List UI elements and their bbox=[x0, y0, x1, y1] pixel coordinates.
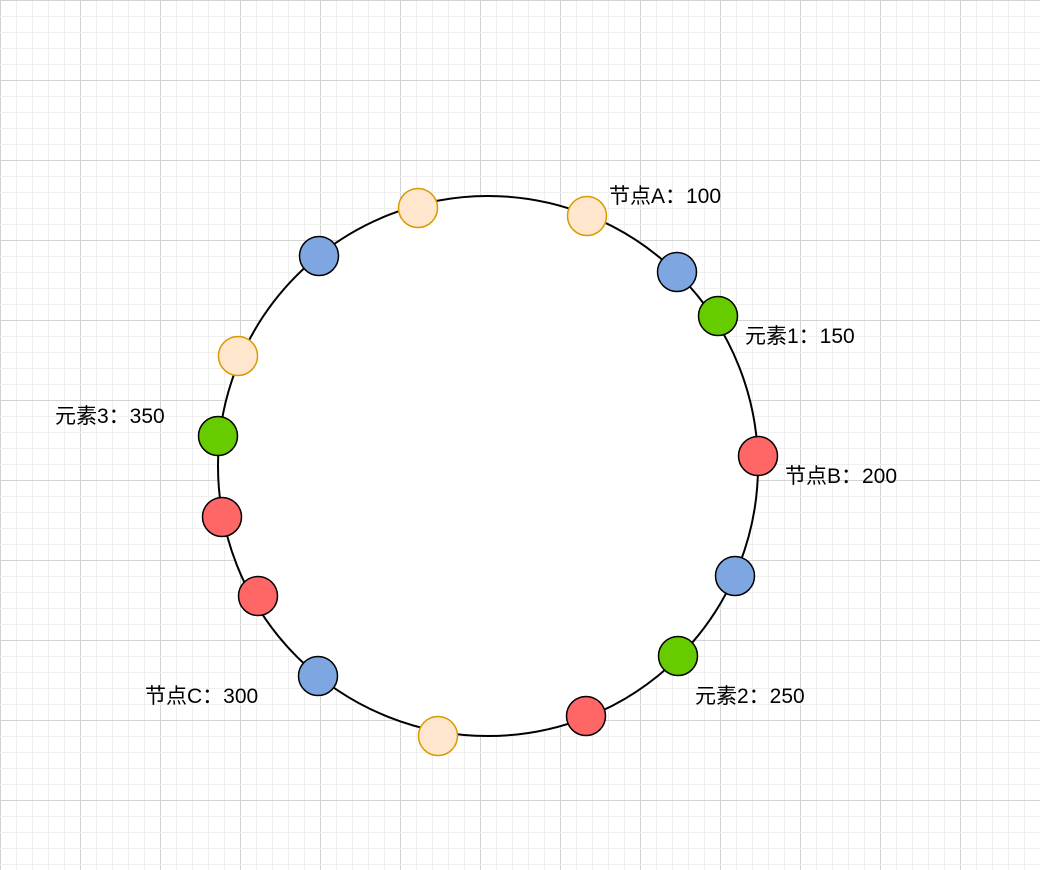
virtual-node-peach bbox=[417, 715, 459, 757]
virtual-node-red bbox=[237, 575, 279, 617]
element-2-node bbox=[657, 635, 699, 677]
virtual-node-peach bbox=[566, 195, 608, 237]
virtual-node-peach bbox=[217, 335, 259, 377]
element-1-node bbox=[697, 295, 739, 337]
label-element-1: 元素1：150 bbox=[745, 325, 855, 348]
element-3-node bbox=[197, 415, 239, 457]
virtual-node-peach bbox=[397, 187, 439, 229]
label-element-2: 元素2：250 bbox=[695, 685, 805, 708]
virtual-node-blue bbox=[656, 251, 698, 293]
node-b bbox=[737, 435, 779, 477]
virtual-node-blue bbox=[298, 235, 340, 277]
label-node-c: 节点C：300 bbox=[145, 685, 258, 708]
virtual-node-red bbox=[201, 496, 243, 538]
label-element-3: 元素3：350 bbox=[55, 405, 165, 428]
label-node-a: 节点A：100 bbox=[609, 185, 721, 208]
node-c bbox=[297, 655, 339, 697]
virtual-node-blue bbox=[714, 555, 756, 597]
virtual-node-red bbox=[565, 695, 607, 737]
label-node-b: 节点B：200 bbox=[785, 465, 897, 488]
